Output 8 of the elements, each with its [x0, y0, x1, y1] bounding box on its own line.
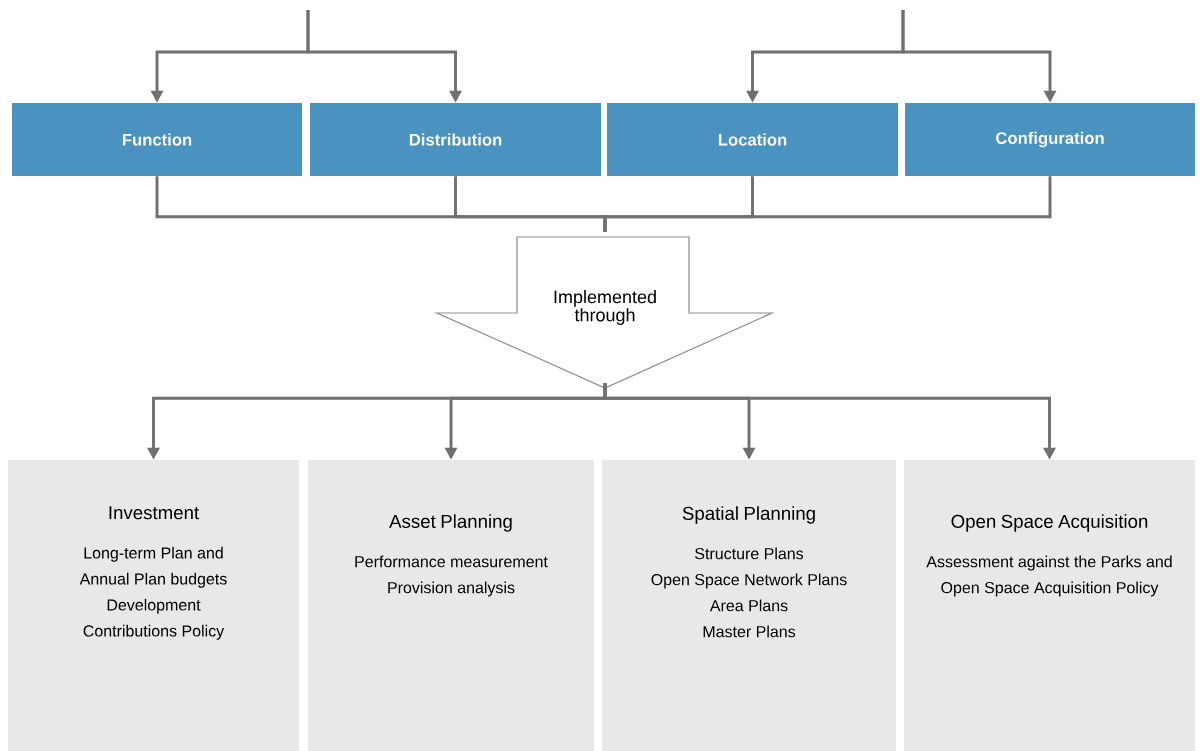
- info-card: Investment Long-term Plan and Annual Plan budgets Development Contributions Policy: [8, 460, 299, 751]
- category-box: Distribution: [310, 103, 601, 176]
- category-box: Configuration: [905, 103, 1195, 176]
- info-card: Spatial Planning Structure Plans Open Space Network Plans Area Plans Master Plans: [602, 460, 896, 751]
- category-box: Location: [607, 103, 898, 176]
- info-card: Open Space Acquisition Assessment against the Parks and Open Space Acquisition Policy: [904, 460, 1195, 751]
- category-box: Function: [12, 103, 302, 176]
- info-card: Asset Planning Performance measurement Provision analysis: [308, 460, 594, 751]
